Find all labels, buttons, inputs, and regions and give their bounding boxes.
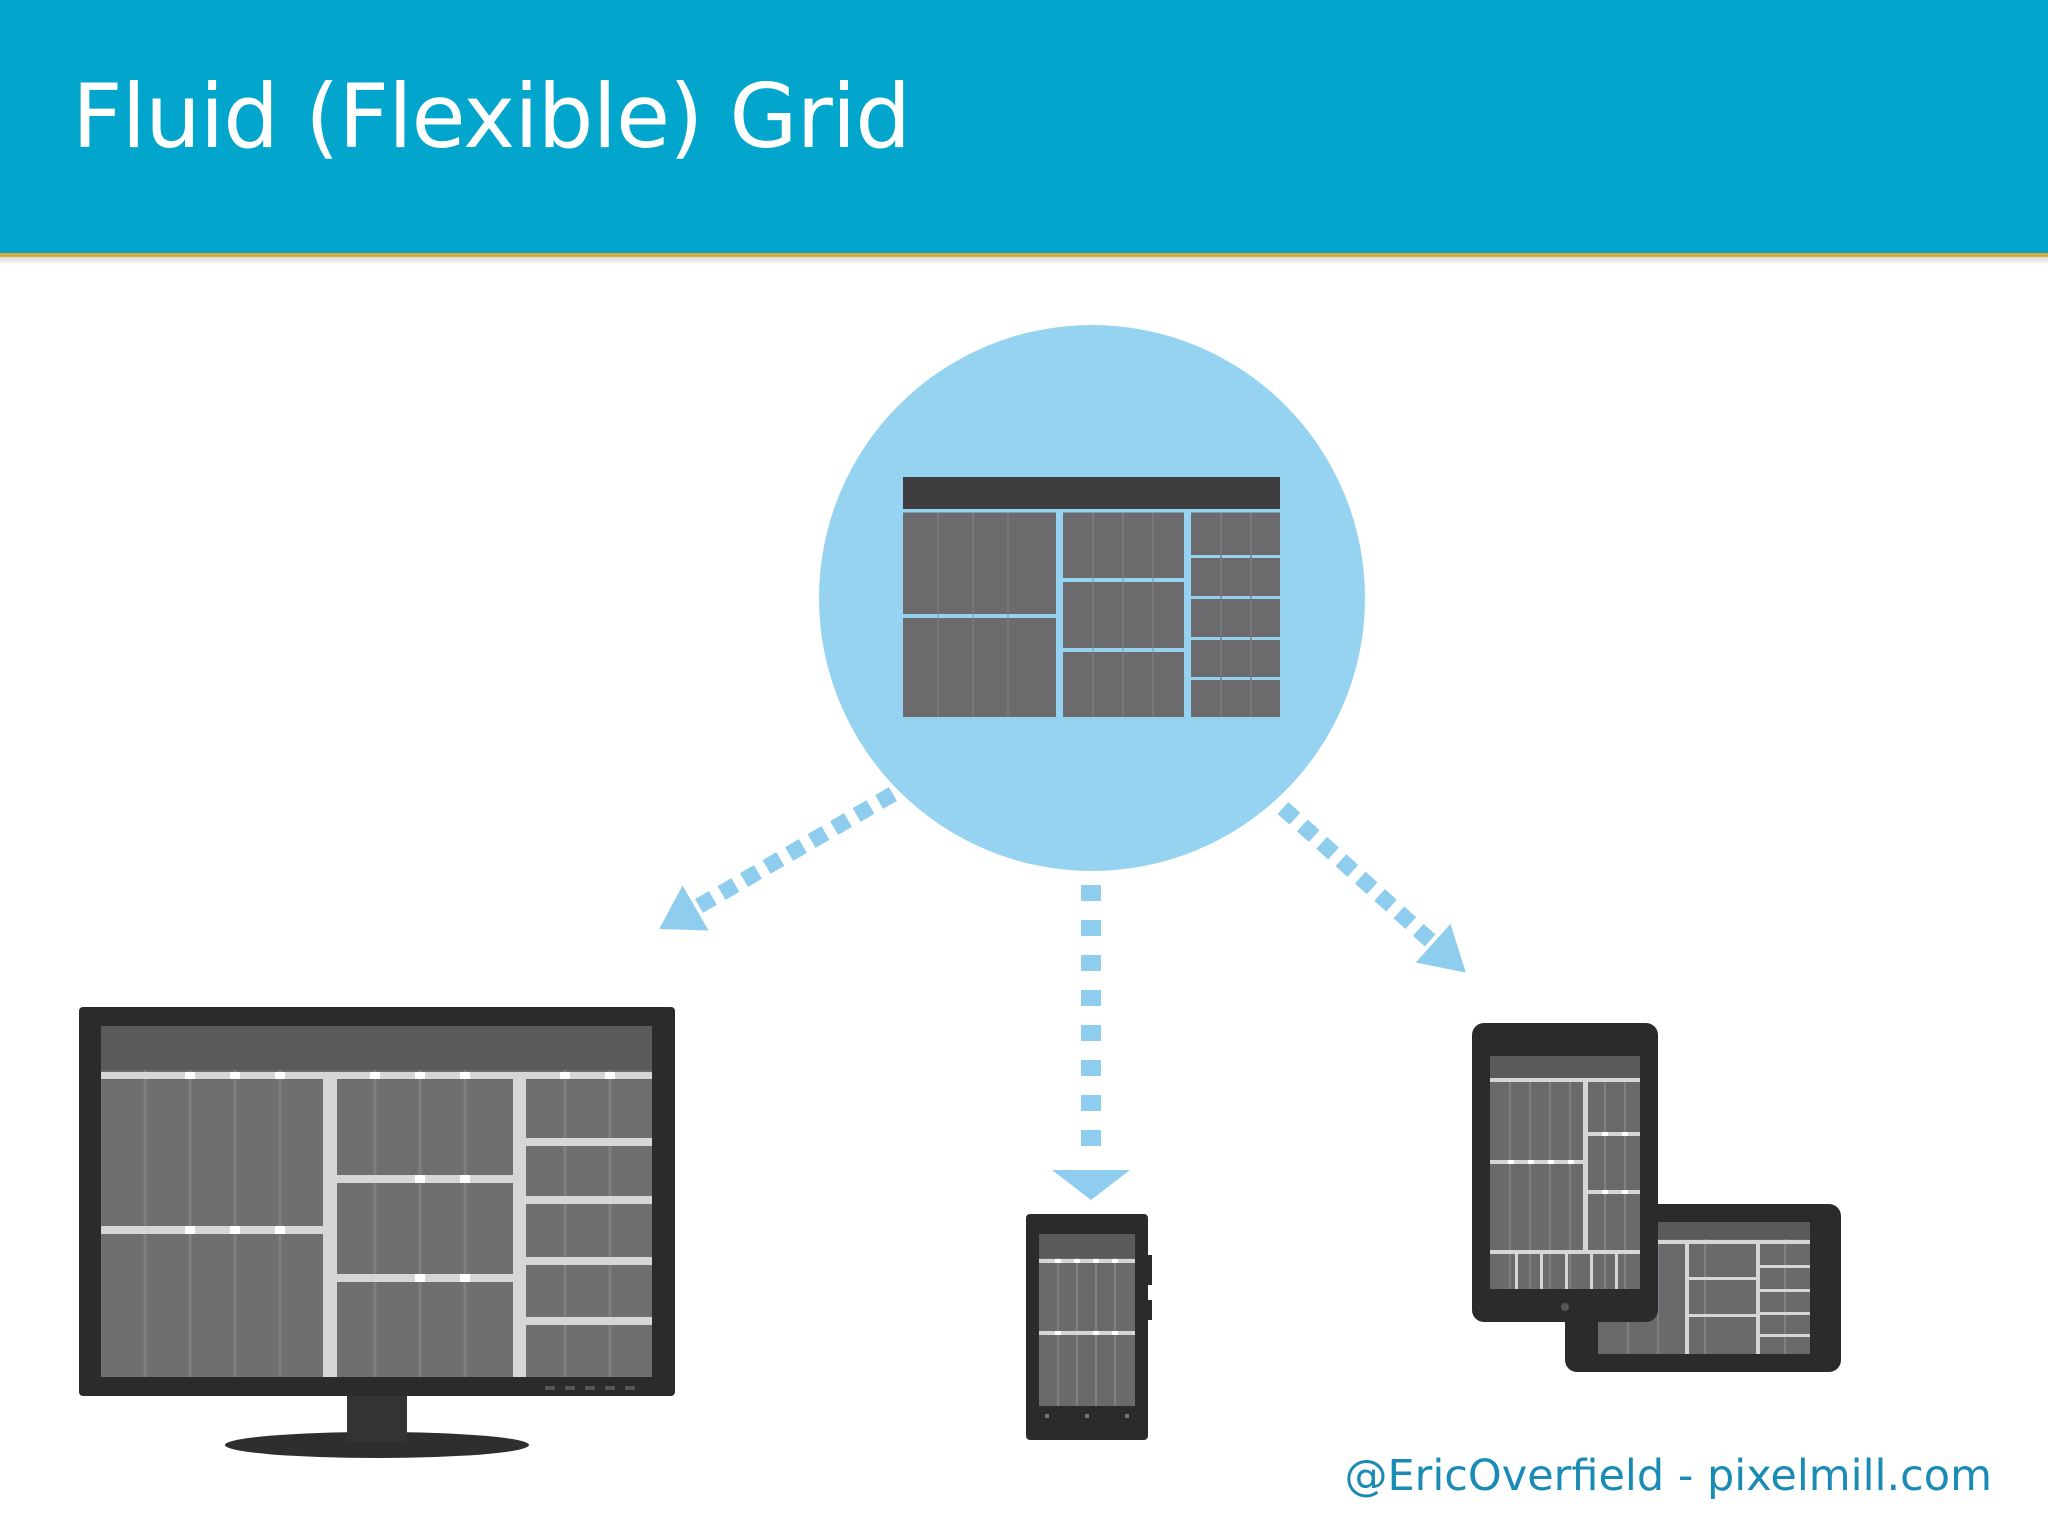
source-grid-layout <box>903 477 1280 717</box>
arrow-to-phone <box>1052 885 1130 1200</box>
header-accent-rule <box>0 253 2048 257</box>
header-shadow <box>0 257 2048 265</box>
source-grid-circle <box>819 325 1365 871</box>
header-bar <box>0 0 2048 253</box>
arrow-to-desktop <box>659 787 897 931</box>
desktop-monitor-icon <box>79 1007 675 1458</box>
footer-credit: @EricOverfield - pixelmill.com <box>1344 1451 1993 1501</box>
smartphone-icon <box>1026 1214 1152 1440</box>
tablet-portrait-icon <box>1472 1023 1658 1322</box>
arrow-to-tablet <box>1277 802 1466 973</box>
slide-title: Fluid (Flexible) Grid <box>72 65 911 168</box>
